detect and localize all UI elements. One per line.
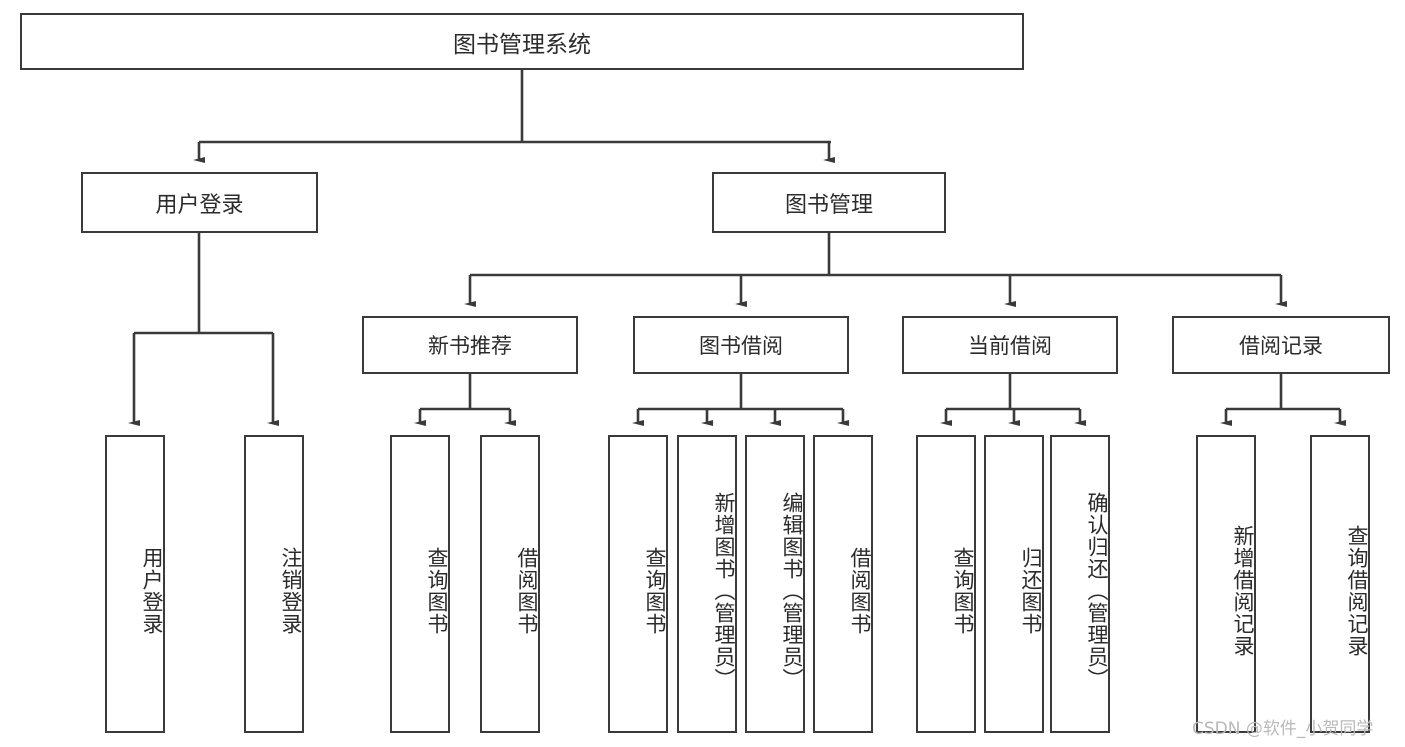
node-user-login-label: 用户登录: [155, 192, 244, 218]
node-leaf-query-book-3[interactable]: 查询图书: [916, 435, 976, 733]
node-book-borrow[interactable]: 图书借阅: [633, 316, 849, 374]
node-leaf-query-record-label: 查询借阅记录: [1345, 525, 1369, 657]
node-root-label: 图书管理系统: [453, 31, 591, 58]
node-leaf-confirm-return-label: 确认归还（管理员）: [1085, 492, 1109, 690]
node-user-login[interactable]: 用户登录: [81, 172, 318, 233]
node-root[interactable]: 图书管理系统: [20, 13, 1024, 70]
node-leaf-edit-book-label: 编辑图书（管理员）: [780, 492, 804, 690]
node-leaf-add-record-label: 新增借阅记录: [1231, 525, 1255, 657]
node-book-manage-label: 图书管理: [784, 192, 873, 218]
node-borrow-record-label: 借阅记录: [1239, 334, 1323, 358]
csdn-watermark: CSDN @软件_小贺同学: [1192, 719, 1374, 739]
node-leaf-query-book-2[interactable]: 查询图书: [608, 435, 668, 733]
node-leaf-edit-book[interactable]: 编辑图书（管理员）: [745, 435, 805, 733]
node-current-borrow[interactable]: 当前借阅: [902, 316, 1118, 374]
node-leaf-return-book[interactable]: 归还图书: [984, 435, 1044, 733]
node-leaf-query-book-2-label: 查询图书: [643, 547, 667, 635]
node-leaf-borrow-book-2-label: 借阅图书: [848, 547, 872, 635]
node-current-borrow-label: 当前借阅: [968, 334, 1052, 358]
node-leaf-return-book-label: 归还图书: [1019, 547, 1043, 635]
node-leaf-borrow-book-1-label: 借阅图书: [515, 547, 539, 635]
node-leaf-query-book-3-label: 查询图书: [951, 547, 975, 635]
node-leaf-add-book[interactable]: 新增图书（管理员）: [677, 435, 737, 733]
node-leaf-user-login-label: 用户登录: [140, 547, 164, 635]
node-new-book-recommend-label: 新书推荐: [428, 334, 512, 358]
node-borrow-record[interactable]: 借阅记录: [1172, 316, 1390, 374]
node-leaf-borrow-book-1[interactable]: 借阅图书: [480, 435, 540, 733]
node-book-borrow-label: 图书借阅: [699, 334, 783, 358]
node-leaf-borrow-book-2[interactable]: 借阅图书: [813, 435, 873, 733]
node-leaf-logout-label: 注销登录: [279, 547, 303, 635]
node-leaf-confirm-return[interactable]: 确认归还（管理员）: [1050, 435, 1110, 733]
node-leaf-user-login[interactable]: 用户登录: [105, 435, 165, 733]
node-leaf-logout[interactable]: 注销登录: [244, 435, 304, 733]
node-new-book-recommend[interactable]: 新书推荐: [362, 316, 578, 374]
node-leaf-query-book-1[interactable]: 查询图书: [390, 435, 450, 733]
node-leaf-add-record[interactable]: 新增借阅记录: [1196, 435, 1256, 733]
node-book-manage[interactable]: 图书管理: [712, 172, 946, 233]
node-leaf-query-book-1-label: 查询图书: [425, 547, 449, 635]
node-leaf-add-book-label: 新增图书（管理员）: [712, 492, 736, 690]
node-leaf-query-record[interactable]: 查询借阅记录: [1310, 435, 1370, 733]
